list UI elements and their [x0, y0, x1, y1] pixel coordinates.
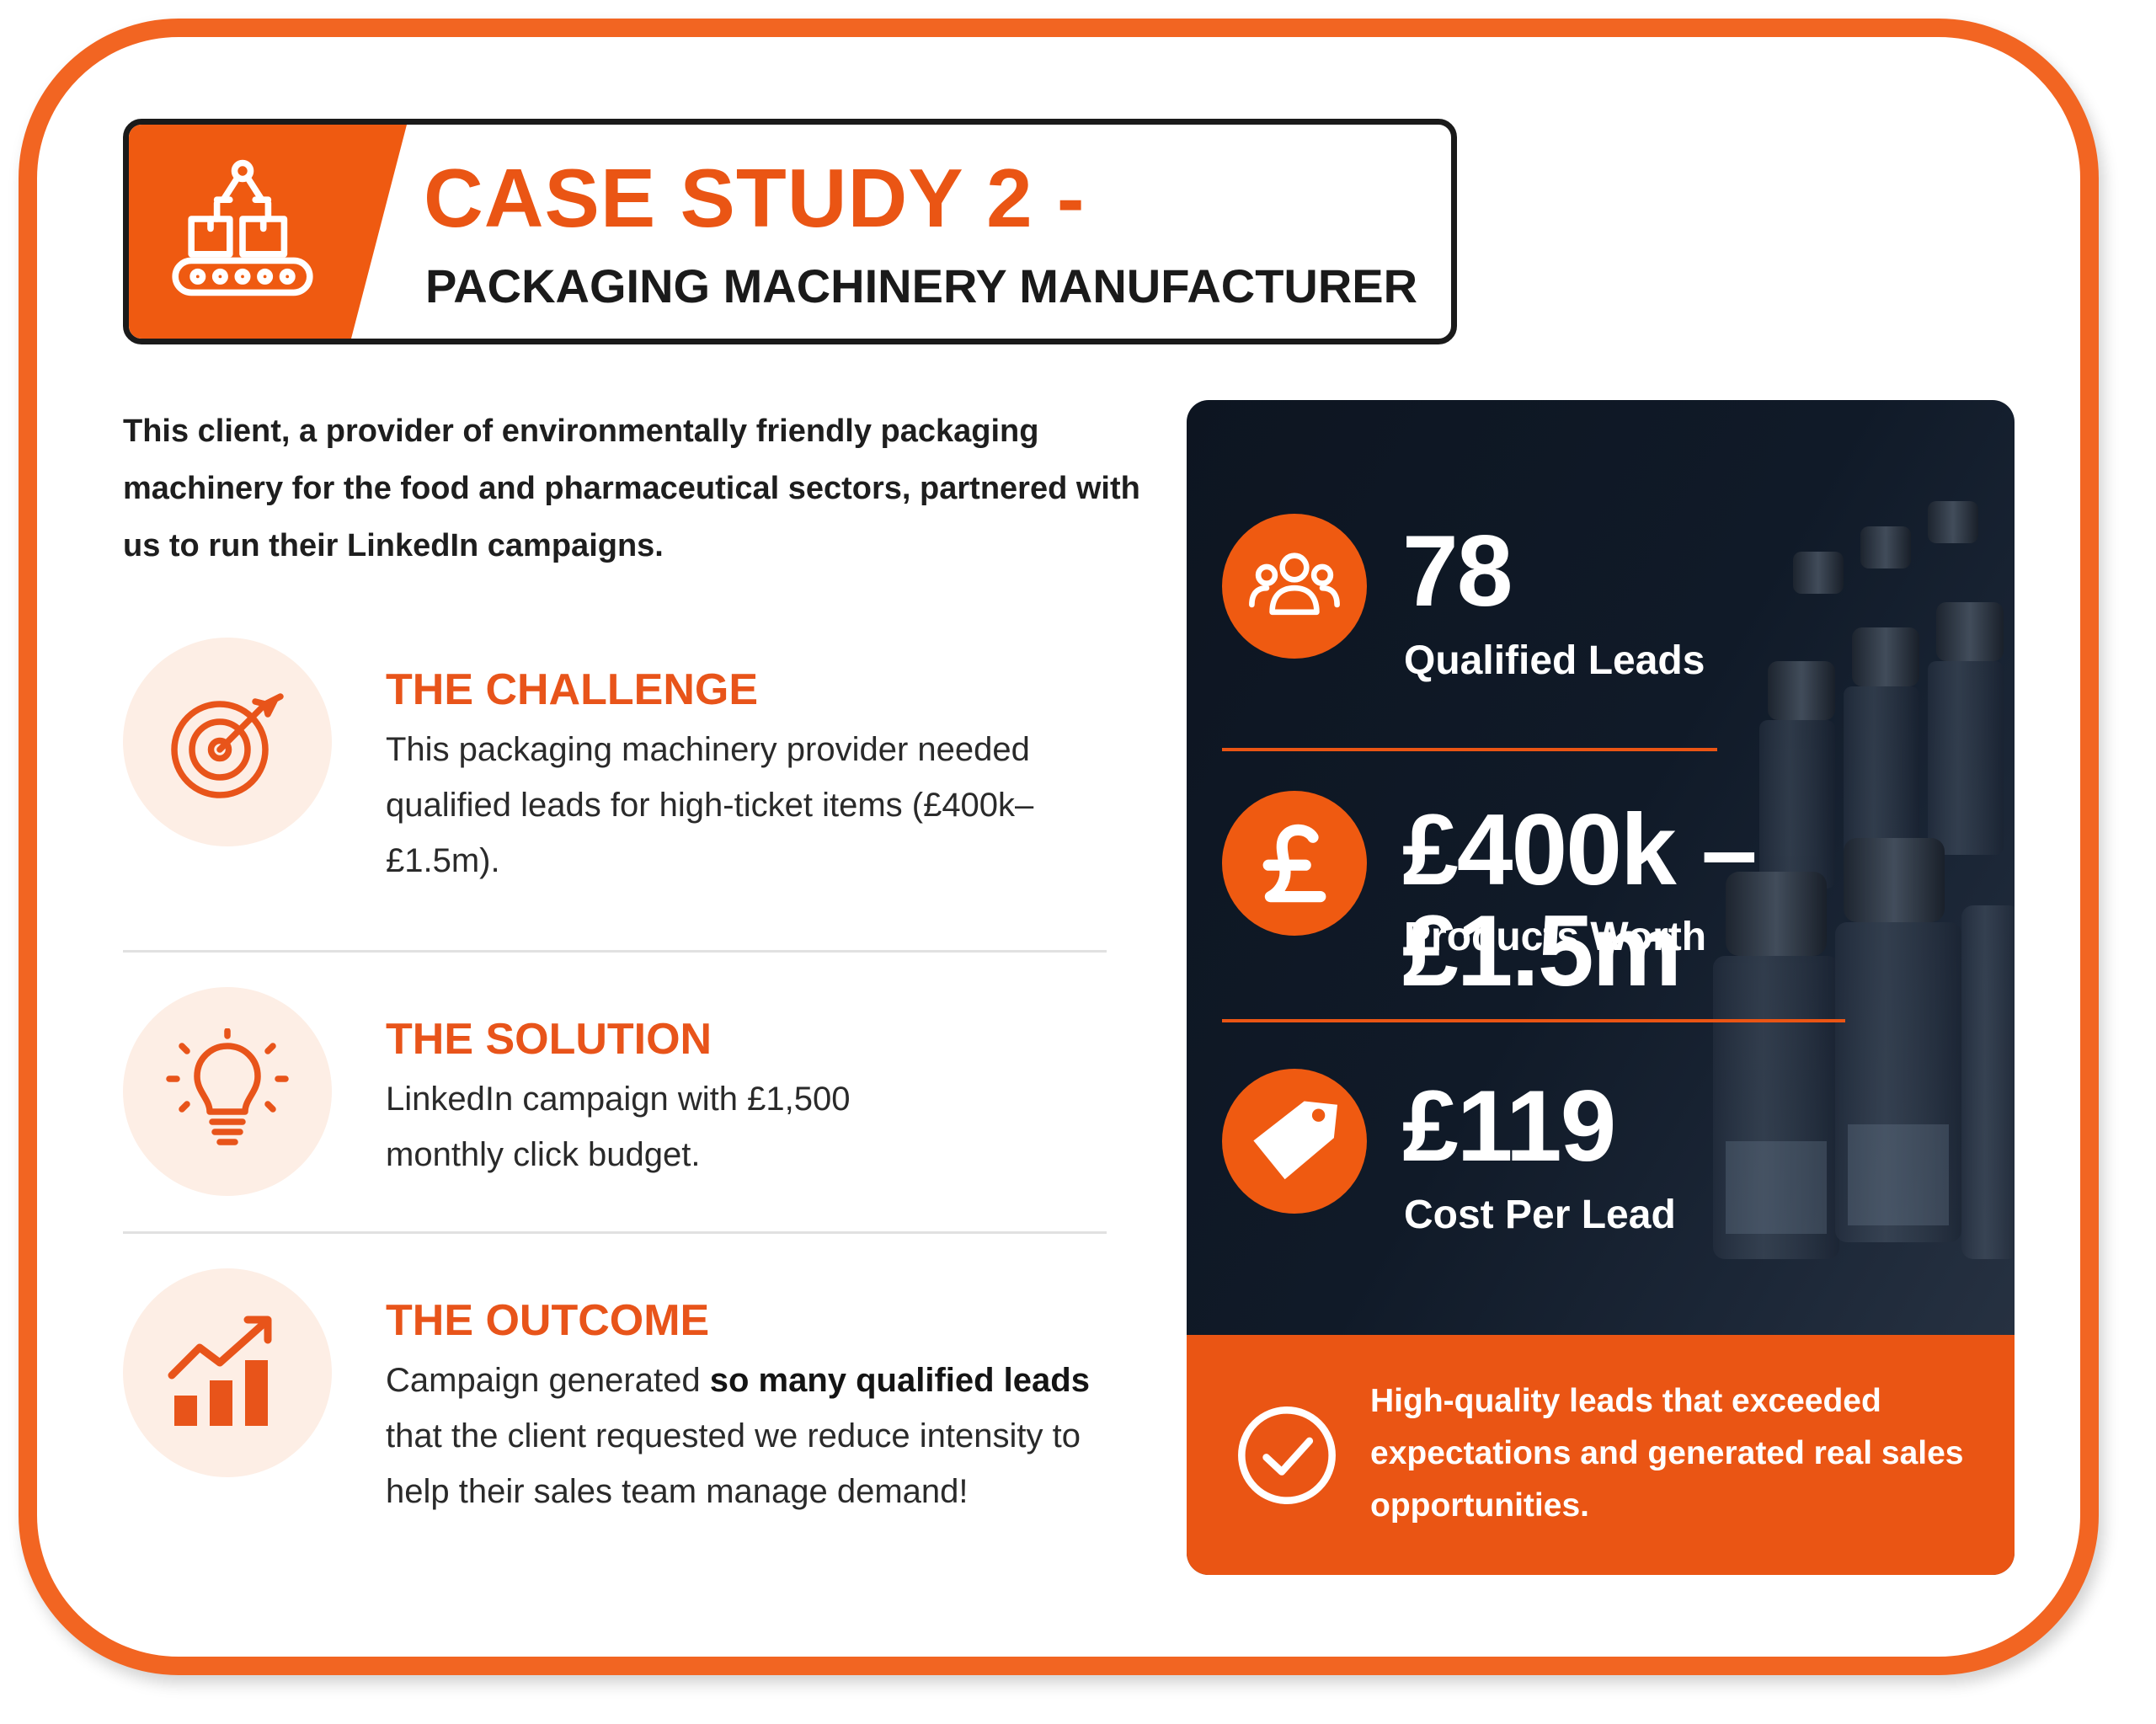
price-tag-icon: [1253, 1101, 1338, 1180]
outcome-body-text: that the client requested we reduce inte…: [386, 1417, 1081, 1510]
header-subtitle: PACKAGING MACHINERY MANUFACTURER: [425, 259, 1418, 312]
stats-panel: 78 Qualified Leads £400k – £1.5m Product…: [1187, 400, 2015, 1575]
summary-message: High-quality leads that exceeded expecta…: [1370, 1383, 1964, 1524]
solution-body: LinkedIn campaign with £1,500 monthly cl…: [386, 1081, 851, 1173]
stat-cost-icon-circle: [1222, 1069, 1367, 1214]
stat-cost-value: £119: [1402, 1070, 1616, 1182]
conveyor-robot-arm-icon: [172, 159, 313, 296]
stat-worth-icon-circle: [1222, 791, 1367, 936]
check-circle-icon: [1238, 1406, 1336, 1504]
stat-leads-value: 78: [1402, 515, 1513, 627]
stat-leads-label: Qualified Leads: [1404, 638, 1705, 683]
solution-icon-circle: [123, 987, 332, 1196]
section-divider: [123, 1231, 1107, 1234]
stat-leads-icon-circle: [1222, 514, 1367, 659]
case-study-header: CASE STUDY 2 - PACKAGING MACHINERY MANUF…: [123, 119, 1457, 344]
header-title: CASE STUDY 2 -: [424, 152, 1086, 244]
outcome-body-emphasis: so many qualified leads: [709, 1362, 1090, 1399]
section-divider: [123, 950, 1107, 953]
lightbulb-icon: [166, 1028, 289, 1145]
stat-divider: [1222, 748, 1717, 751]
outcome-summary-banner: High-quality leads that exceeded expecta…: [1187, 1335, 2015, 1575]
stat-worth-label: Products Worth: [1404, 915, 1707, 959]
intro-paragraph: This client, a provider of environmental…: [123, 414, 1140, 563]
solution-title: THE SOLUTION: [386, 1015, 712, 1064]
target-icon: [171, 693, 284, 798]
stat-cost-label: Cost Per Lead: [1404, 1193, 1676, 1237]
header-accent: [129, 125, 407, 339]
outcome-body: Campaign generated so many qualified lea…: [386, 1353, 1110, 1519]
vials-background-image: [1713, 501, 2015, 1259]
stat-worth-value: £400k – £1.5m: [1402, 793, 1758, 1007]
outcome-body-text: Campaign generated: [386, 1362, 710, 1399]
growth-chart-icon: [168, 1316, 272, 1426]
outcome-icon-circle: [123, 1268, 332, 1477]
people-group-icon: [1249, 552, 1340, 616]
challenge-body: This packaging machinery provider needed…: [386, 731, 1034, 879]
challenge-icon-circle: [123, 638, 332, 846]
pound-sign-icon: [1262, 824, 1326, 903]
stat-divider: [1222, 1019, 1845, 1022]
challenge-title: THE CHALLENGE: [386, 665, 758, 714]
outcome-title: THE OUTCOME: [386, 1296, 710, 1345]
